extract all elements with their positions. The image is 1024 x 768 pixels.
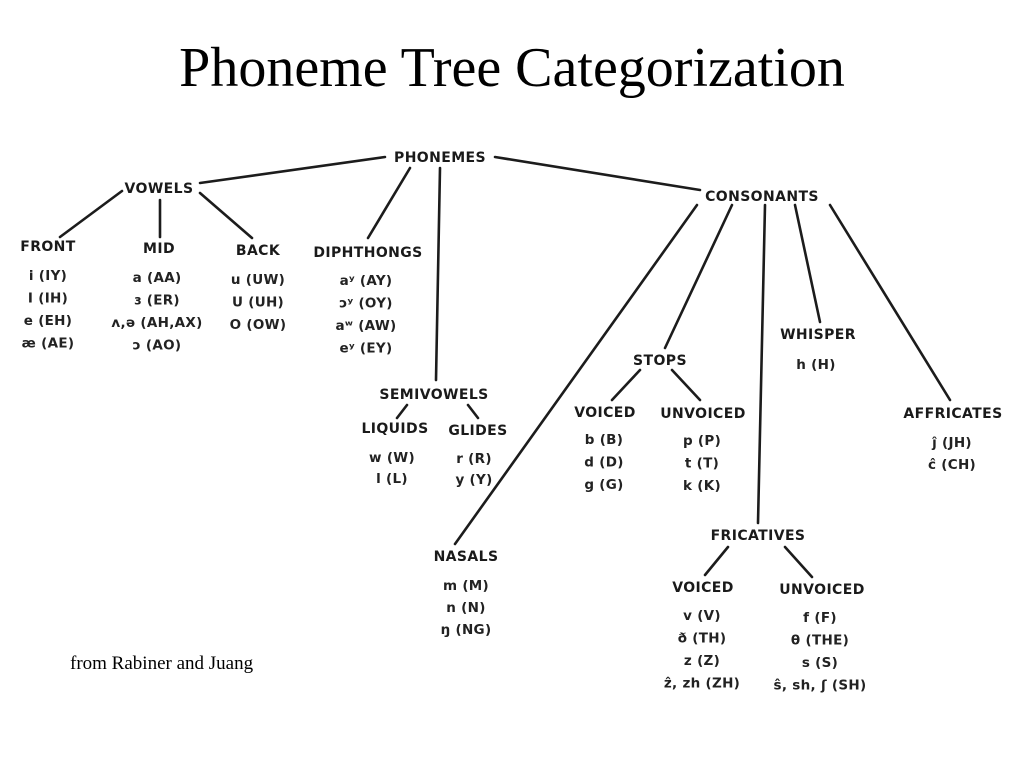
edge-consonants-whisper [793, 203, 822, 324]
edge-semivowels-liquids [395, 403, 409, 420]
tree-nodes: PHONEMES VOWELS FRONT MID BACK DIPHTHONG… [20, 150, 1002, 598]
phoneme-liquids-item: l (L) [376, 471, 408, 487]
phoneme-diphthongs-item: aʷ (AW) [336, 318, 397, 334]
edge-phonemes-consonants [493, 155, 702, 192]
phoneme-front-item: e (EH) [24, 313, 73, 329]
node-fric-unvoiced: UNVOICED [779, 582, 864, 598]
edge-semivowels-glides [466, 403, 480, 420]
edge-phonemes-semivowels [434, 166, 442, 382]
phoneme-mid-item: ɔ (AO) [133, 338, 182, 354]
phoneme-fric-voiced-item: z (Z) [684, 653, 720, 669]
node-stops-unvoiced: UNVOICED [660, 406, 745, 422]
node-stops-voiced: VOICED [574, 405, 636, 421]
edge-phonemes-vowels [198, 155, 387, 185]
phoneme-fric-unvoiced-item: f (F) [803, 610, 837, 626]
phoneme-front-item: æ (AE) [22, 336, 75, 352]
phoneme-affricates-item: ĉ (CH) [928, 457, 976, 473]
phoneme-glides-item: y (Y) [455, 472, 492, 488]
node-stops: STOPS [633, 353, 687, 369]
source-credit: from Rabiner and Juang [70, 653, 254, 674]
edge-consonants-affricates [828, 203, 952, 402]
phoneme-glides-item: r (R) [456, 451, 492, 467]
phoneme-nasals-item: n (N) [446, 600, 485, 616]
tree-connectors [58, 155, 952, 579]
phoneme-stops-unvoiced-item: p (P) [683, 433, 721, 449]
edge-consonants-fricatives [756, 203, 767, 525]
edge-fricatives-voiced [703, 545, 730, 577]
node-glides: GLIDES [448, 423, 507, 439]
node-fricatives: FRICATIVES [711, 528, 806, 544]
phoneme-front-item: I (IH) [28, 291, 68, 307]
node-nasals: NASALS [434, 549, 499, 565]
phoneme-stops-unvoiced-item: k (K) [683, 478, 721, 494]
phoneme-back-item: u (UW) [231, 272, 285, 288]
phoneme-front-item: i (IY) [29, 268, 67, 284]
phoneme-liquids-item: w (W) [369, 450, 415, 466]
phoneme-nasals-item: m (M) [443, 578, 489, 594]
edge-consonants-nasals [453, 203, 699, 546]
node-semivowels: SEMIVOWELS [379, 387, 488, 403]
edge-stops-voiced [610, 368, 642, 402]
edge-phonemes-diphthongs [366, 166, 412, 240]
phoneme-back-item: O (OW) [230, 317, 287, 333]
phoneme-diphthongs-item: ɔʸ (OY) [339, 296, 393, 312]
phoneme-diphthongs-item: eʸ (EY) [340, 341, 393, 357]
phoneme-fric-voiced-item: ð (TH) [678, 631, 727, 647]
node-diphthongs: DIPHTHONGS [313, 245, 422, 261]
node-fric-voiced: VOICED [672, 580, 734, 596]
edge-consonants-stops [663, 203, 734, 350]
phoneme-fric-unvoiced-item: θ (THE) [791, 633, 849, 649]
phoneme-whisper-item: h (H) [796, 357, 835, 373]
phoneme-mid-item: ɜ (ER) [134, 293, 180, 309]
node-affricates: AFFRICATES [903, 406, 1002, 422]
edge-fricatives-unvoiced [783, 545, 814, 579]
node-consonants: CONSONANTS [705, 189, 819, 205]
phoneme-back-item: U (UH) [232, 295, 284, 311]
phoneme-mid-item: ʌ,ə (AH,AX) [111, 315, 202, 331]
phoneme-fric-voiced-item: v (V) [683, 608, 721, 624]
edge-vowels-front [58, 189, 124, 239]
phoneme-stops-voiced-item: g (G) [584, 477, 623, 493]
phoneme-stops-voiced-item: b (B) [585, 432, 624, 448]
phoneme-stops-unvoiced-item: t (T) [685, 456, 719, 472]
node-front: FRONT [20, 239, 76, 255]
edge-vowels-back [198, 191, 254, 240]
phoneme-fric-voiced-item: ẑ, zh (ZH) [664, 676, 740, 692]
phoneme-fric-unvoiced-item: ŝ, sh, ʃ (SH) [774, 678, 867, 694]
phoneme-mid-item: a (AA) [133, 270, 182, 286]
phoneme-diphthongs-item: aʸ (AY) [340, 273, 393, 289]
node-liquids: LIQUIDS [361, 421, 428, 437]
phoneme-lists: i (IY) I (IH) e (EH) æ (AE) a (AA) ɜ (ER) ʌ,ə … [22, 268, 976, 694]
phoneme-stops-voiced-item: d (D) [584, 455, 623, 471]
page-title: Phoneme Tree Categorization [179, 37, 845, 99]
phoneme-nasals-item: ŋ (NG) [441, 622, 492, 638]
phoneme-affricates-item: ĵ (JH) [931, 435, 972, 451]
node-back: BACK [236, 243, 281, 259]
edge-stops-unvoiced [670, 368, 702, 402]
node-vowels: VOWELS [125, 181, 194, 197]
node-whisper: WHISPER [780, 327, 856, 343]
phoneme-fric-unvoiced-item: s (S) [802, 655, 838, 671]
node-mid: MID [143, 241, 175, 257]
node-phonemes: PHONEMES [394, 150, 486, 166]
